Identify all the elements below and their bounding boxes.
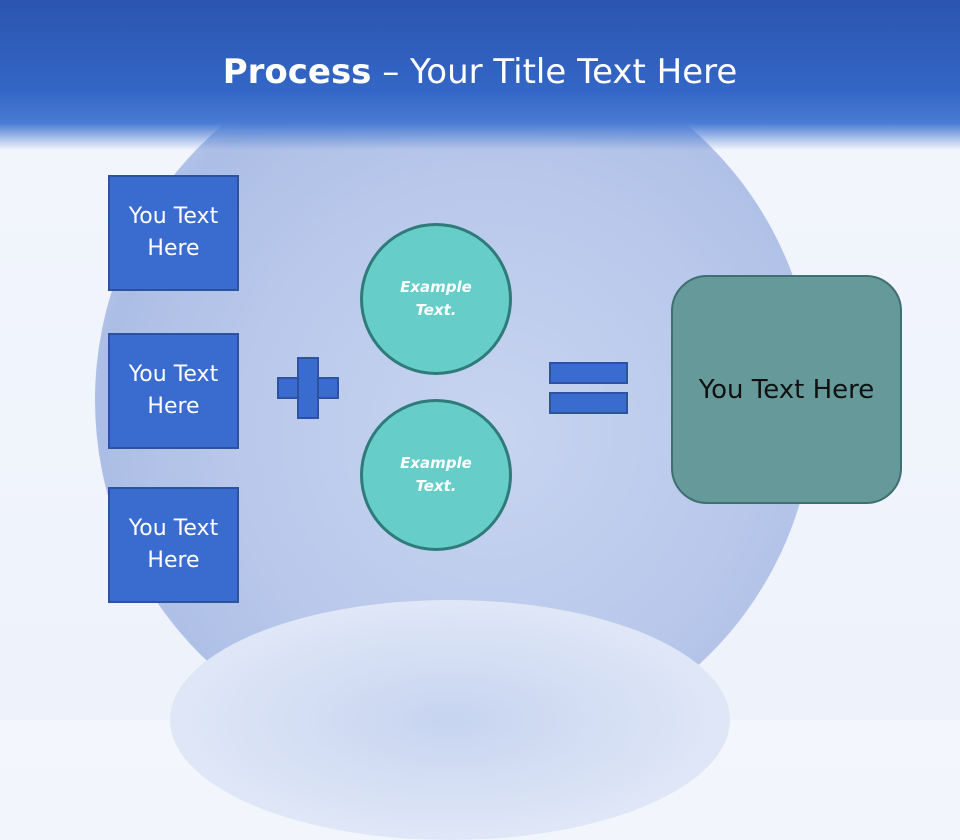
globe-reflection: [170, 600, 730, 840]
example-circle-1: Example Text.: [360, 223, 512, 375]
input-box-2: You Text Here: [108, 333, 239, 449]
input-box-3: You Text Here: [108, 487, 239, 603]
header-bar: [0, 0, 960, 150]
circle-label: Example Text.: [400, 454, 472, 495]
equals-bottom-bar: [549, 392, 628, 414]
input-box-1: You Text Here: [108, 175, 239, 291]
result-box: You Text Here: [671, 275, 902, 504]
title-bold: Process: [222, 52, 372, 92]
example-circle-2: Example Text.: [360, 399, 512, 551]
input-label: You Text Here: [128, 204, 219, 261]
title-rest: – Your Title Text Here: [371, 52, 738, 92]
circle-label: Example Text.: [400, 278, 472, 319]
input-label: You Text Here: [128, 362, 219, 419]
input-label: You Text Here: [128, 516, 219, 573]
plus-center: [299, 379, 317, 397]
result-label: You Text Here: [698, 374, 875, 405]
slide-title: Process – Your Title Text Here: [0, 52, 960, 92]
equals-top-bar: [549, 362, 628, 384]
